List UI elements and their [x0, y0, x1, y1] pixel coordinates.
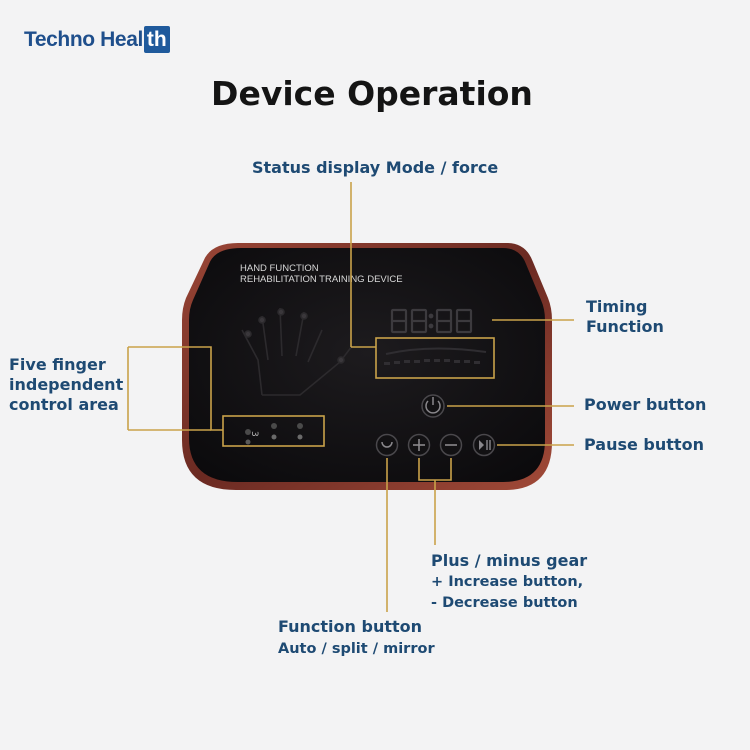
timing-display	[390, 308, 473, 334]
plus-button[interactable]	[407, 433, 431, 457]
page-title: Device Operation	[211, 74, 533, 113]
device-text-line2: REHABILITATION TRAINING DEVICE	[240, 274, 403, 285]
status-display	[375, 337, 495, 379]
brand-name: Techno Heal	[24, 27, 143, 51]
plus-minus-label-line2: + Increase button,	[431, 574, 584, 590]
plus-minus-label-line3: - Decrease button	[431, 595, 578, 611]
status-display-label: Status display Mode / force	[252, 158, 499, 177]
five-finger-label-line3: control area	[9, 395, 119, 414]
plus-minus-label-details: + Increase button, - Decrease button	[431, 572, 583, 614]
five-finger-label-line1: Five finger	[9, 355, 106, 374]
timing-label-line2: Function	[586, 317, 664, 336]
finger-digit: 3	[249, 431, 259, 437]
function-button[interactable]	[375, 433, 399, 457]
power-label: Power button	[584, 395, 707, 414]
power-button[interactable]	[421, 394, 445, 418]
function-label-line2: Auto / split / mirror	[278, 641, 435, 657]
pause-label: Pause button	[584, 435, 704, 454]
pause-button[interactable]	[472, 433, 496, 457]
device-text-line1: HAND FUNCTION	[240, 263, 319, 274]
five-finger-label: Five finger independent control area	[9, 355, 123, 415]
five-finger-label-line2: independent	[9, 375, 124, 394]
hand-outline	[241, 307, 353, 396]
device-screen	[189, 248, 545, 482]
minus-button[interactable]	[439, 433, 463, 457]
function-label-line1: Function button	[278, 617, 423, 636]
brand-name-box: th	[143, 26, 170, 53]
timing-label-line1: Timing	[586, 297, 648, 316]
plus-minus-label-line1: Plus / minus gear	[431, 551, 588, 570]
timing-label: Timing Function	[586, 297, 664, 337]
finger-area-box	[222, 415, 325, 447]
leader-lines	[127, 182, 574, 612]
finger-controls: 3	[245, 423, 303, 445]
